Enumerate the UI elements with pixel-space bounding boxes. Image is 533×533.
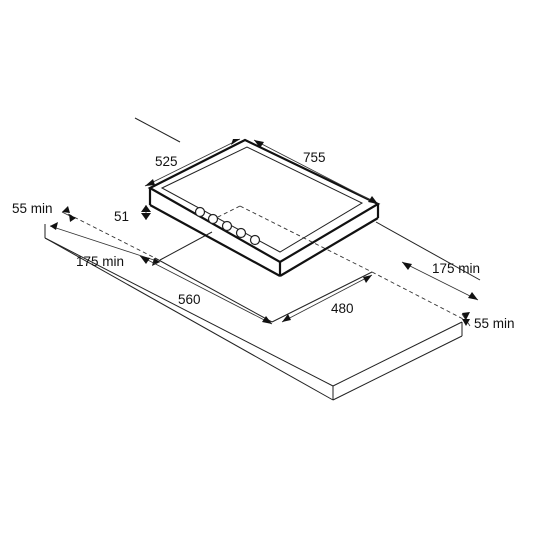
label-55-min-right: 55 min xyxy=(474,316,515,331)
dim-480-line xyxy=(281,274,373,323)
dim-55-right-arrow-a xyxy=(462,312,470,320)
hob xyxy=(147,138,381,277)
cutout-left-edge xyxy=(154,257,273,323)
dim-51-arrow-a xyxy=(141,205,151,212)
dim-55-left-arrow-b xyxy=(69,214,76,222)
dim-175-left-arrow-a xyxy=(50,222,58,230)
worktop-right-bottom-edge xyxy=(332,335,463,401)
label-175-min-right: 175 min xyxy=(432,261,480,276)
knob-1 xyxy=(194,206,206,218)
worktop-back-edge xyxy=(134,117,181,143)
dim-480-arrow-a xyxy=(282,314,291,322)
dim-175-right-line xyxy=(401,261,479,301)
dim-560-arrow-a xyxy=(140,256,150,264)
knob-3 xyxy=(221,220,233,232)
dim-175-left-line xyxy=(49,225,161,263)
cutout-hidden-right xyxy=(239,205,373,273)
dim-755-line xyxy=(253,139,379,205)
label-525: 525 xyxy=(155,154,178,169)
knob-4 xyxy=(235,227,247,239)
label-51: 51 xyxy=(114,209,129,224)
hob-right-bottom xyxy=(279,217,379,277)
label-560: 560 xyxy=(178,292,201,307)
dim-525-arrow-b xyxy=(231,139,240,145)
dim-755-arrow-a xyxy=(254,140,264,148)
dim-560-line xyxy=(139,255,273,325)
cutout-clearance-dash-right xyxy=(371,271,466,321)
dim-55-right-arrow-b xyxy=(462,319,470,326)
worktop-front-bottom-edge xyxy=(44,237,334,401)
cutout-front-edge xyxy=(271,271,373,323)
cutout xyxy=(67,205,466,323)
label-755: 755 xyxy=(303,150,326,165)
dim-755-arrow-b xyxy=(368,196,378,204)
worktop xyxy=(44,117,481,401)
dim-51-arrow-b xyxy=(141,213,151,220)
dimension-lines xyxy=(49,138,479,327)
knob-5 xyxy=(249,234,261,246)
label-55-min-left: 55 min xyxy=(12,201,53,216)
cutout-back-left xyxy=(159,231,213,261)
dim-525-arrow-a xyxy=(145,179,155,186)
dim-560-arrow-b xyxy=(262,316,272,324)
dimension-labels: 525 755 51 55 min 175 min 560 480 175 mi… xyxy=(12,150,515,331)
dim-480-arrow-b xyxy=(363,275,372,283)
dim-55-left-arrow-a xyxy=(62,206,70,213)
worktop-right-back-edge xyxy=(375,221,481,281)
hob-front-bottom xyxy=(149,204,281,277)
cutout-hidden-back xyxy=(211,205,241,221)
knob-2 xyxy=(207,213,219,225)
dim-175-left-arrow-b xyxy=(152,258,160,266)
cutout-clearance-dash-left xyxy=(67,213,156,259)
label-175-min-left: 175 min xyxy=(76,254,124,269)
label-480: 480 xyxy=(331,301,354,316)
dim-175-right-arrow-b xyxy=(468,292,478,300)
worktop-right-top-edge xyxy=(332,321,463,387)
dim-175-right-arrow-a xyxy=(402,262,412,270)
dim-525-line xyxy=(144,138,241,187)
worktop-front-top-edge xyxy=(44,237,334,387)
